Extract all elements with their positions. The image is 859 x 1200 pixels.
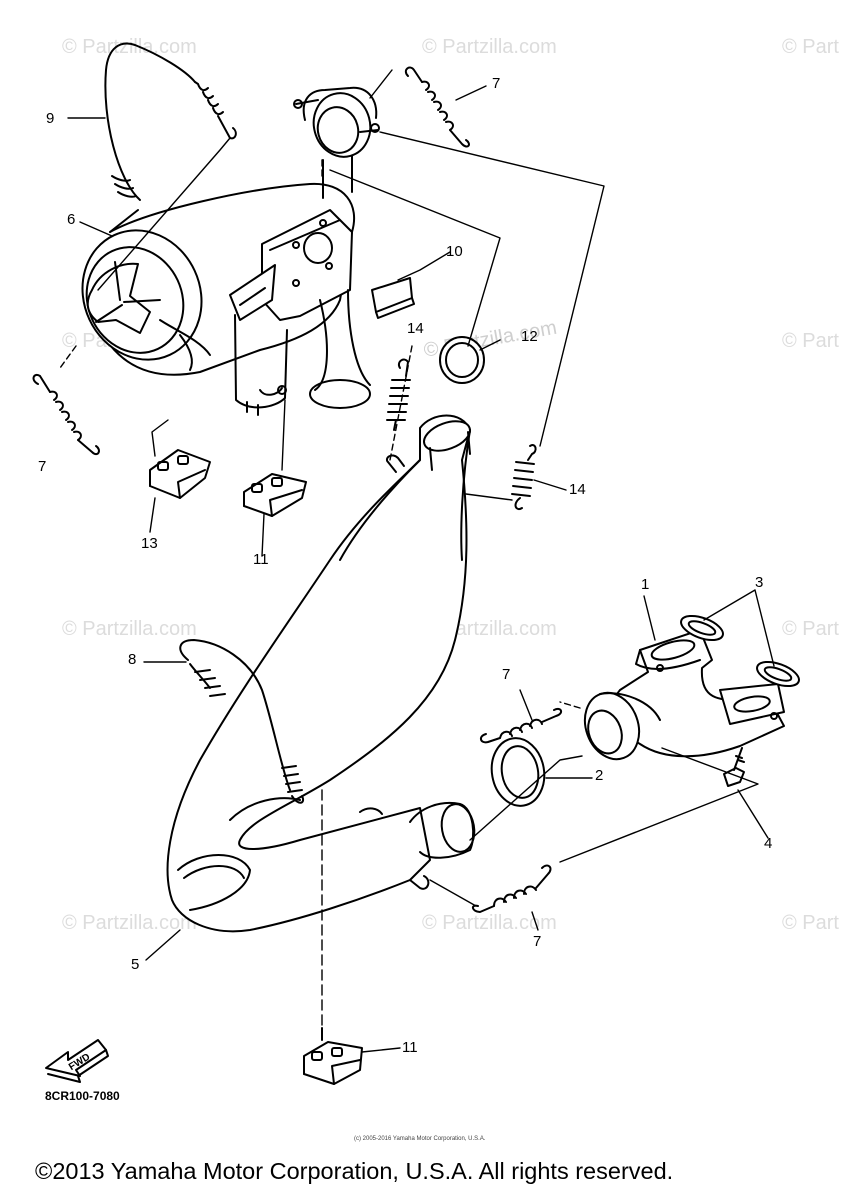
callout-5: 5 bbox=[131, 956, 140, 973]
callout-8: 8 bbox=[128, 651, 137, 668]
spring-7-top-part bbox=[404, 66, 470, 148]
gasket-3-part bbox=[680, 614, 800, 688]
callout-2: 2 bbox=[595, 767, 604, 784]
small-copyright: (c) 2005-2016 Yamaha Motor Corporation, … bbox=[354, 1136, 486, 1142]
watermark: © Partzilla.com bbox=[62, 36, 197, 58]
callout-1: 1 bbox=[641, 576, 650, 593]
callout-3: 3 bbox=[755, 574, 764, 591]
spring-8-part bbox=[179, 639, 304, 804]
footer-copyright: ©2013 Yamaha Motor Corporation, U.S.A. A… bbox=[35, 1158, 674, 1184]
expansion-pipe-part bbox=[166, 414, 476, 933]
callout-13: 13 bbox=[141, 535, 158, 552]
watermark: © Part bbox=[782, 912, 839, 934]
watermark: © Partzilla.com bbox=[62, 912, 197, 934]
watermark: © Partzilla.com bbox=[422, 912, 557, 934]
bracket-11-lower-part bbox=[303, 1027, 363, 1085]
spring-7-left-part bbox=[32, 374, 100, 456]
spring-7-middle-part bbox=[480, 707, 562, 744]
manifold-part bbox=[583, 629, 785, 761]
gasket-12-part bbox=[439, 336, 485, 384]
callout-11: 11 bbox=[402, 1039, 418, 1056]
fwd-arrow-icon bbox=[45, 1039, 109, 1083]
callout-4: 4 bbox=[764, 835, 773, 852]
callout-7: 7 bbox=[492, 75, 501, 92]
callout-7: 7 bbox=[502, 666, 511, 683]
bolt-4-part bbox=[723, 747, 745, 787]
watermark: © Part bbox=[782, 36, 839, 58]
diagram-code: 8CR100-7080 bbox=[45, 1089, 120, 1103]
callout-10: 10 bbox=[446, 243, 463, 260]
callout-14: 14 bbox=[569, 481, 586, 498]
spring-14-right-part bbox=[511, 444, 537, 510]
joint-boot-part bbox=[293, 86, 380, 158]
gasket-2-part bbox=[490, 737, 546, 807]
callout-9: 9 bbox=[46, 110, 55, 127]
callout-11: 11 bbox=[253, 551, 269, 568]
spring-14-upper-part bbox=[386, 358, 411, 431]
leader-lines bbox=[59, 69, 775, 1053]
callout-14: 14 bbox=[407, 320, 424, 337]
bracket-13-part bbox=[149, 449, 211, 499]
watermark: © Part bbox=[782, 618, 839, 640]
callout-7: 7 bbox=[533, 933, 542, 950]
callout-7: 7 bbox=[38, 458, 47, 475]
callout-6: 6 bbox=[67, 211, 76, 228]
bracket-11-upper-part bbox=[243, 473, 307, 517]
watermark: © Partzilla.com bbox=[422, 36, 557, 58]
callout-12: 12 bbox=[521, 328, 538, 345]
spring-9-part bbox=[104, 42, 237, 201]
pad-10-part bbox=[371, 277, 415, 319]
muffler-part bbox=[81, 155, 371, 416]
spring-7-lower-part bbox=[472, 864, 552, 913]
watermark: © Part bbox=[782, 330, 839, 352]
watermark: © Partzilla.com bbox=[62, 618, 197, 640]
